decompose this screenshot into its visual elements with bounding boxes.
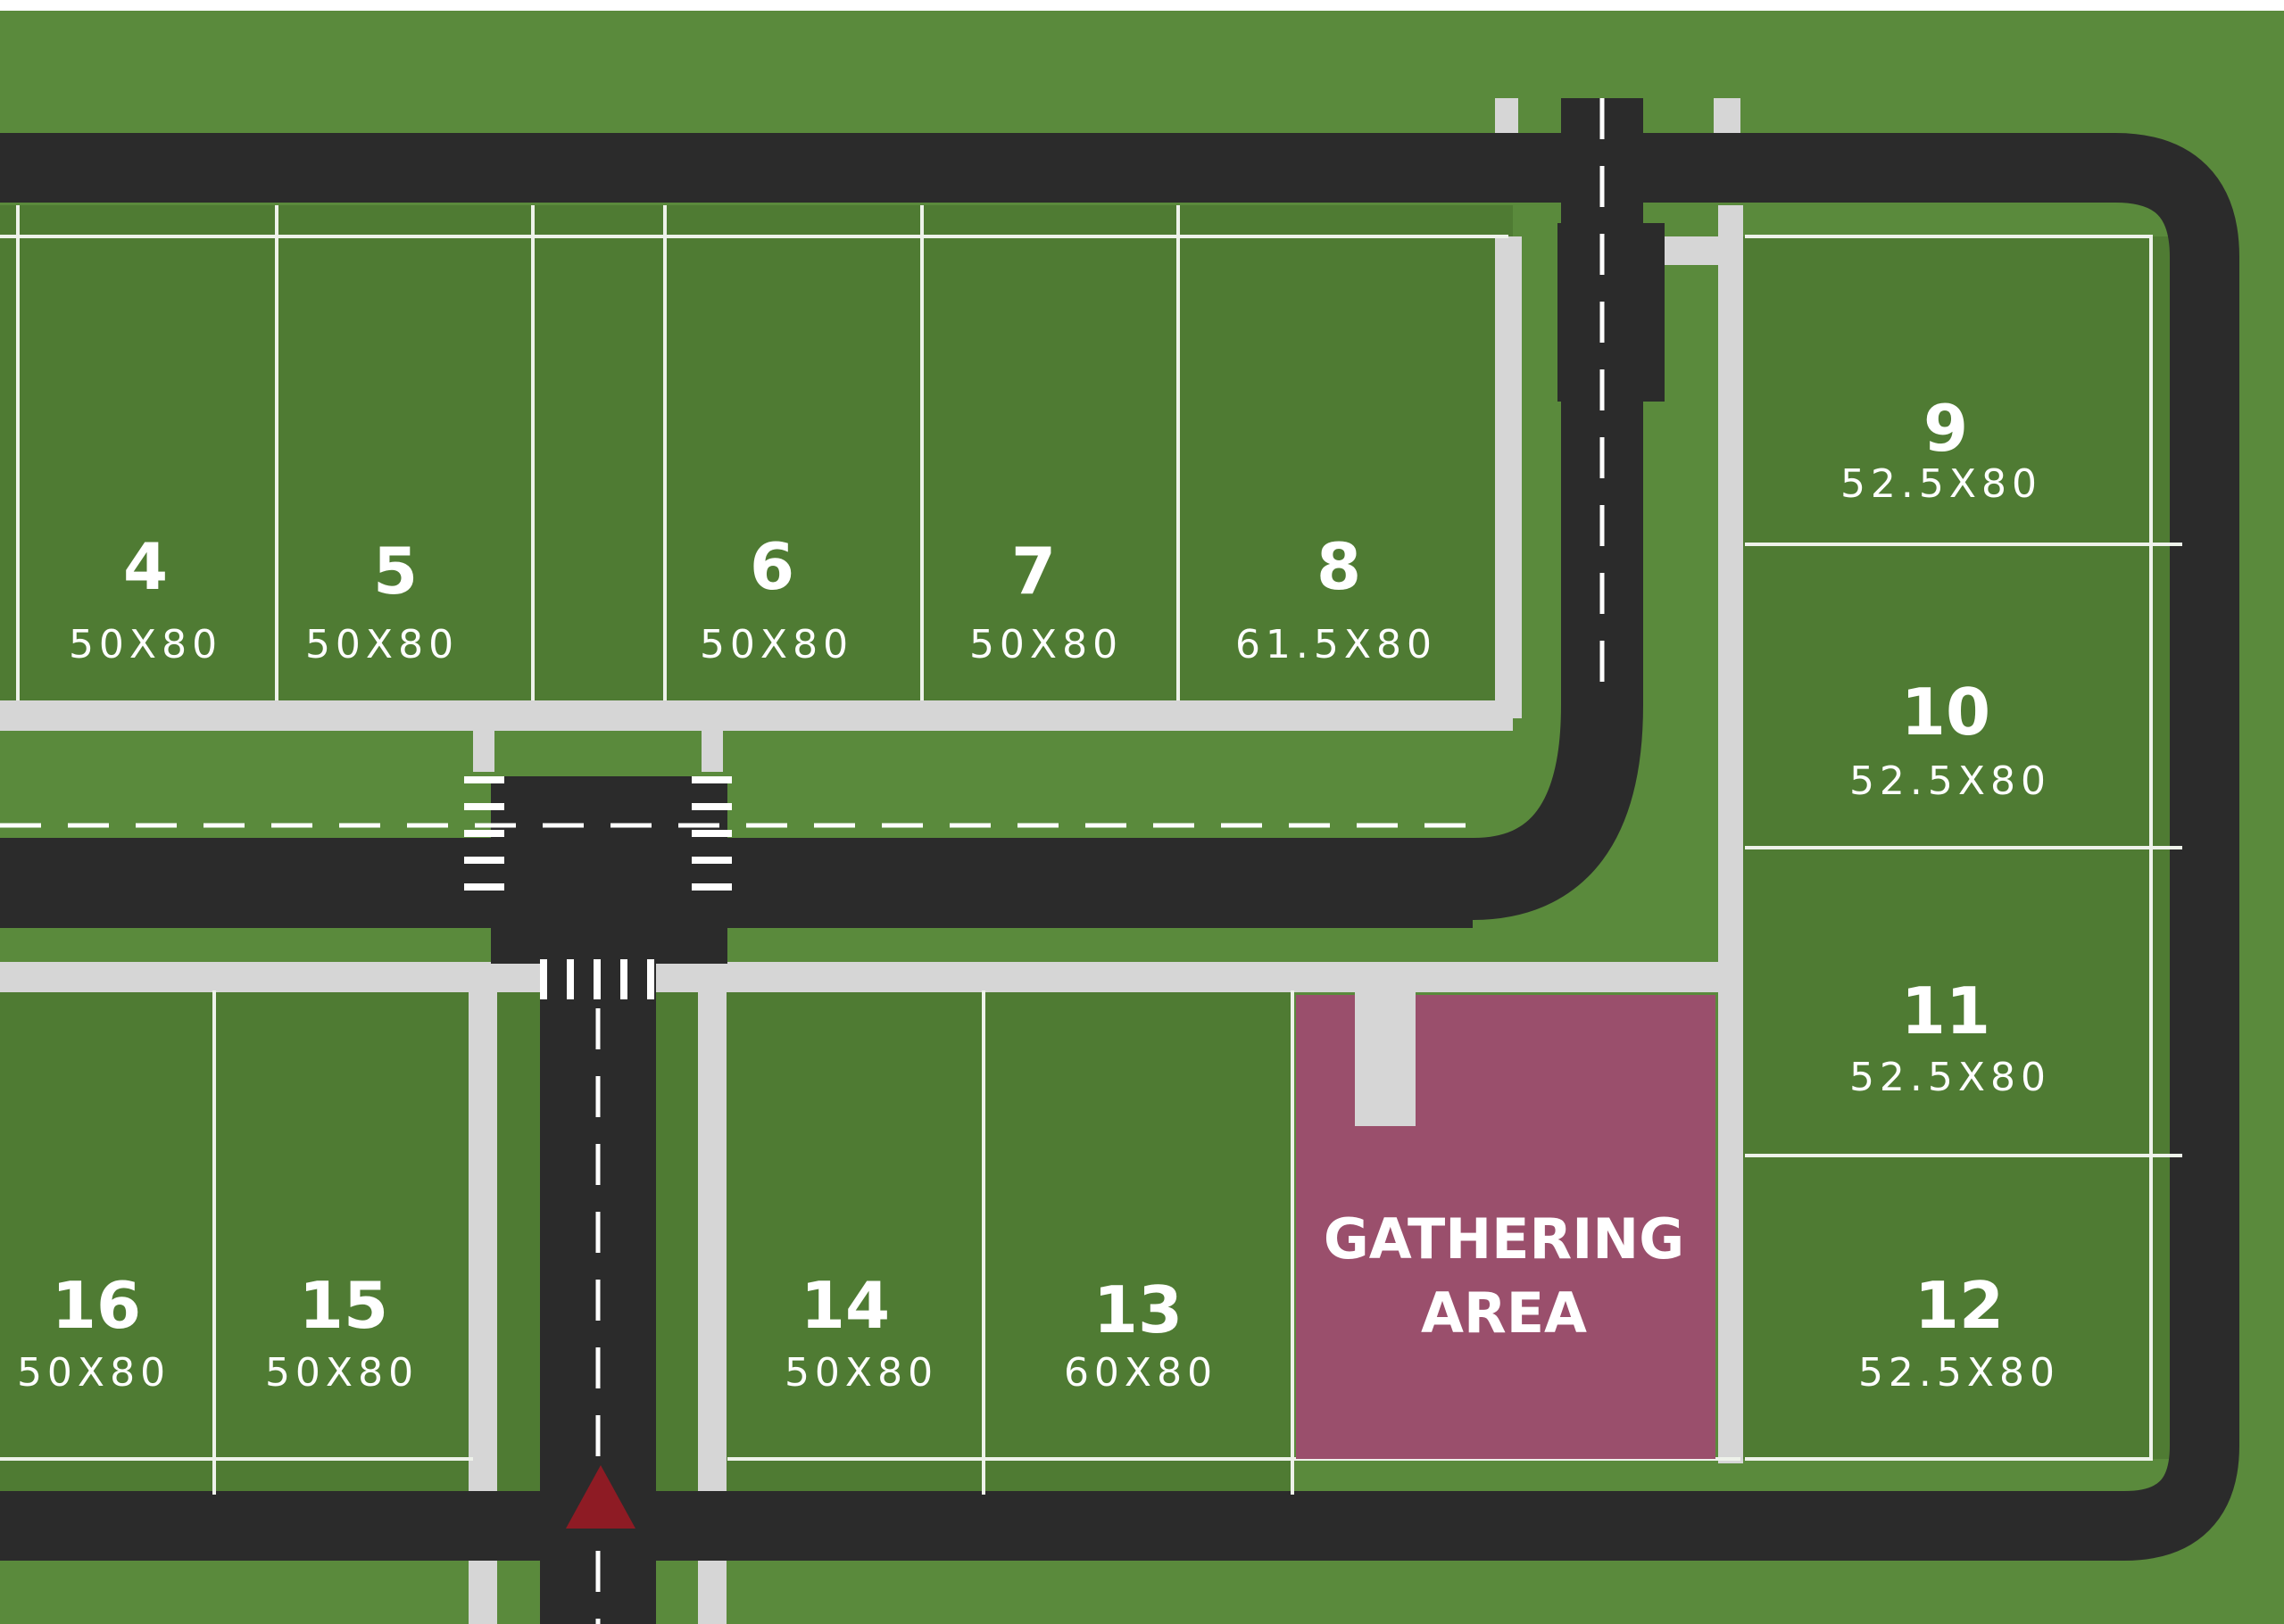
lot-16[interactable]: 16 50X80 bbox=[17, 1268, 170, 1396]
lot-size: 60X80 bbox=[1064, 1350, 1217, 1396]
lot-size: 52.5X80 bbox=[1840, 461, 2042, 507]
intersection bbox=[491, 776, 727, 964]
lot-10[interactable]: 10 52.5X80 bbox=[1849, 675, 2051, 804]
lot-12[interactable]: 12 52.5X80 bbox=[1858, 1268, 2060, 1396]
lot-number: 8 bbox=[1316, 529, 1361, 604]
lot-number: 14 bbox=[801, 1268, 890, 1343]
lot-7[interactable]: 7 50X80 bbox=[969, 534, 1123, 667]
lot-size: 52.5X80 bbox=[1849, 1055, 2051, 1100]
top-border bbox=[0, 0, 2284, 11]
cul-de-sac bbox=[1557, 223, 1665, 402]
lot-number: 11 bbox=[1901, 974, 1990, 1048]
lot-number: 16 bbox=[52, 1268, 141, 1343]
you-are-here-triangle-icon bbox=[566, 1465, 635, 1529]
lot-size: 50X80 bbox=[785, 1350, 938, 1396]
gathering-path bbox=[1355, 992, 1416, 1126]
lot-4[interactable]: 4 50X80 bbox=[69, 529, 222, 667]
gathering-area-label-line1: GATHERING bbox=[1324, 1206, 1684, 1272]
lot-number: 9 bbox=[1923, 391, 1968, 466]
lot-11[interactable]: 11 52.5X80 bbox=[1849, 974, 2051, 1100]
lot-size: 61.5X80 bbox=[1235, 622, 1437, 667]
crosswalks bbox=[464, 776, 732, 999]
lot-number: 7 bbox=[1011, 534, 1056, 609]
lot-size: 50X80 bbox=[69, 622, 222, 667]
lot-number: 12 bbox=[1914, 1268, 2004, 1343]
lot-size: 50X80 bbox=[17, 1350, 170, 1396]
lot-15[interactable]: 15 50X80 bbox=[265, 1268, 419, 1396]
lot-size: 52.5X80 bbox=[1858, 1350, 2060, 1396]
lot-size: 50X80 bbox=[305, 622, 459, 667]
lot-size: 50X80 bbox=[265, 1350, 419, 1396]
lot-13[interactable]: 13 60X80 bbox=[1064, 1272, 1217, 1396]
lot-number: 13 bbox=[1093, 1272, 1183, 1347]
lot-number: 4 bbox=[123, 529, 168, 604]
lot-8[interactable]: 8 61.5X80 bbox=[1235, 529, 1437, 667]
lot-number: 5 bbox=[373, 534, 418, 609]
lot-14[interactable]: 14 50X80 bbox=[785, 1268, 938, 1396]
lot-number: 15 bbox=[299, 1268, 388, 1343]
lot-size: 52.5X80 bbox=[1849, 758, 2051, 804]
lot-number: 6 bbox=[750, 529, 794, 604]
lot-size: 50X80 bbox=[969, 622, 1123, 667]
gathering-area-label-line2: AREA bbox=[1421, 1280, 1587, 1346]
lot-number: 10 bbox=[1901, 675, 1990, 750]
lot-5[interactable]: 5 50X80 bbox=[305, 534, 459, 667]
lot-lines bbox=[0, 205, 2182, 1495]
lot-size: 50X80 bbox=[700, 622, 853, 667]
lot-6[interactable]: 6 50X80 bbox=[700, 529, 853, 667]
lot-9[interactable]: 9 52.5X80 bbox=[1840, 391, 2042, 507]
